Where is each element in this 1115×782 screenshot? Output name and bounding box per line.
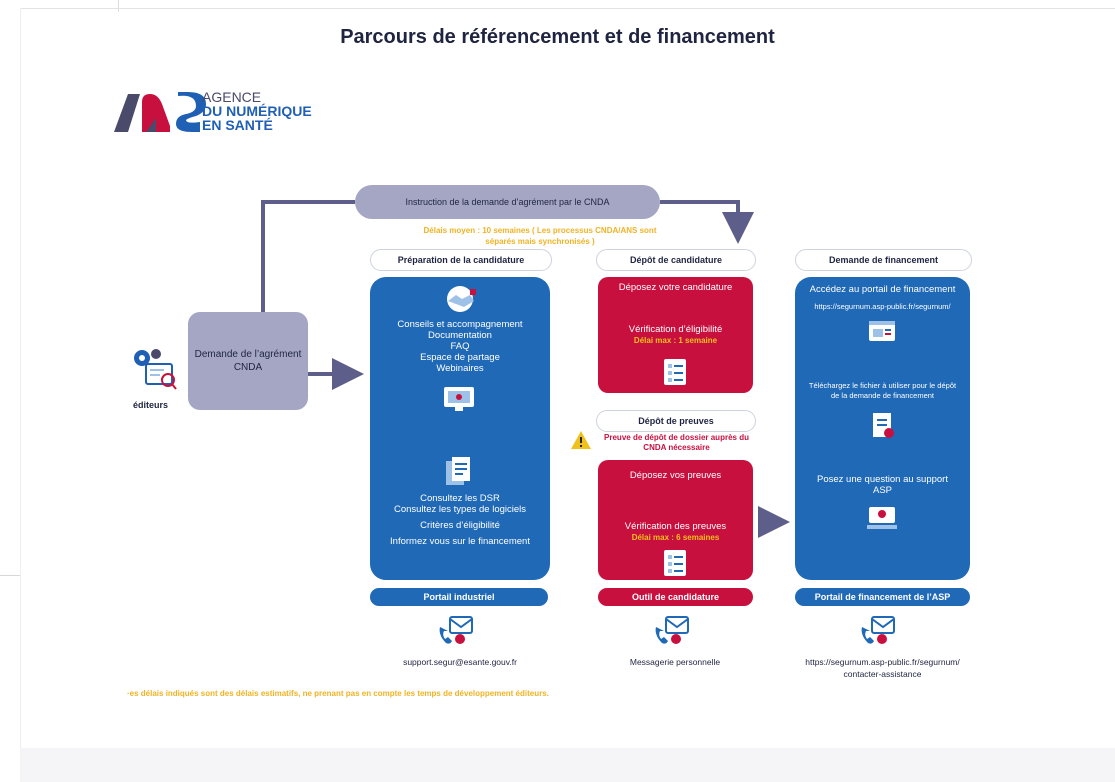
header-financement: Demande de financement (795, 249, 972, 271)
header-preparation: Préparation de la candidature (370, 249, 552, 271)
prep-item-documentation: Documentation (428, 330, 492, 341)
prep-item-financement: Informez vous sur le financement (390, 536, 530, 547)
prep-item-criteres: Critères d’éligibilité (420, 520, 500, 531)
preparation-references: Consultez les DSR Consultez les types de… (370, 493, 550, 547)
warning-icon (571, 431, 591, 449)
preparation-resources: Conseils et accompagnement Documentation… (370, 319, 550, 374)
contact-asp-line1: https://segurnum.asp-public.fr/segurnum/ (805, 657, 960, 667)
cnda-delay-line2: séparés mais synchronisés ) (485, 237, 595, 246)
demande-agrement-box: Demande de l’agrément CNDA (188, 312, 308, 410)
header-depot-candidature: Dépôt de candidature (596, 249, 756, 271)
prep-item-espace: Espace de partage (420, 352, 500, 363)
checklist-icon (664, 359, 686, 385)
ans-logo-icon (114, 92, 206, 132)
ans-logo-text: AGENCE DU NUMÉRIQUE EN SANTÉ (202, 90, 312, 132)
contact-asp-assistance[interactable]: https://segurnum.asp-public.fr/segurnum/… (790, 656, 975, 680)
arrow-cnda-to-depot (660, 200, 754, 244)
side-divider (0, 575, 20, 576)
depot-eligibility-check: Vérification d’éligibilité (628, 324, 723, 335)
fin-question-line1: Posez une question au support (817, 474, 948, 485)
handshake-icon (447, 286, 476, 312)
contact-messagerie: Messagerie personnelle (629, 657, 721, 667)
fin-download-line1: Téléchargez le fichier à utiliser pour l… (808, 381, 957, 390)
browser-icon (869, 321, 895, 341)
top-border (20, 0, 1115, 9)
footnote: ·es délais indiqués sont des délais esti… (127, 689, 549, 698)
editeurs-label: éditeurs (133, 400, 169, 410)
checklist-icon (664, 550, 686, 576)
arrow-editor-to-cnda (261, 200, 355, 312)
warning-text: Preuve de dépôt de dossier auprès du CND… (594, 433, 759, 453)
portail-asp-bar: Portail de financement de l’ASP (795, 588, 970, 606)
depot-preuves-check: Vérification des preuves (624, 521, 727, 532)
financement-box: Accédez au portail de financement https:… (795, 277, 970, 580)
cnda-delay-note: Délais moyen : 10 semaines ( Les process… (370, 225, 710, 247)
header-depot-preuves: Dépôt de preuves (596, 410, 756, 432)
fin-download: Téléchargez le fichier à utiliser pour l… (795, 381, 970, 401)
prep-item-dsr: Consultez les DSR (420, 493, 500, 504)
prep-item-types: Consultez les types de logiciels (393, 504, 526, 515)
editor-gears-icon (134, 349, 177, 390)
documents-icon (446, 457, 470, 485)
cnda-instruction-pill: Instruction de la demande d’agrément par… (355, 185, 660, 219)
depot-candidature-title: Déposez votre candidature (618, 282, 733, 293)
content-left-edge (20, 8, 21, 748)
portail-industriel-bar: Portail industriel (370, 588, 548, 606)
contact-support-email[interactable]: support.segur@esante.gouv.fr (403, 657, 517, 667)
logo-line-agence: AGENCE (202, 89, 262, 105)
contact-phone-mail-icon (655, 616, 689, 644)
contact-asp-line2: contacter-assistance (843, 669, 922, 679)
preparation-box: Conseils et accompagnement Documentation… (370, 277, 550, 580)
left-margin (0, 0, 20, 782)
fin-url: https://segurnum.asp-public.fr/segurnum/ (814, 302, 951, 311)
top-divider (118, 0, 119, 12)
fin-download-line2: de la demande de financement (831, 391, 934, 400)
page-footer (20, 748, 1115, 782)
file-icon (873, 413, 894, 438)
contact-phone-mail-icon (861, 616, 895, 644)
logo-line-sante: EN SANTÉ (202, 117, 273, 133)
demande-line1: Demande de l’agrément (194, 349, 302, 360)
fin-question: Posez une question au support ASP (795, 474, 970, 496)
depot-preuves-title: Déposez vos preuves (629, 470, 722, 481)
depot-preuves-box: Déposez vos preuves Vérification des pre… (598, 460, 753, 580)
prep-item-webinaires: Webinaires (436, 363, 484, 374)
depot-eligibility-delay: Délai max : 1 semaine (633, 336, 718, 345)
cnda-delay-line1: Délais moyen : 10 semaines ( Les process… (423, 226, 657, 235)
monitor-icon (444, 387, 474, 411)
warning-line2: CNDA nécessaire (643, 443, 710, 452)
fin-access: Accédez au portail de financement (809, 284, 956, 295)
support-desk-icon (867, 507, 897, 529)
warning-line1: Preuve de dépôt de dossier auprès du (604, 433, 749, 442)
demande-line2: CNDA (233, 362, 263, 373)
page-title: Parcours de référencement et de financem… (340, 26, 775, 48)
prep-item-faq: FAQ (450, 341, 470, 352)
depot-preuves-delay: Délai max : 6 semaines (631, 533, 720, 542)
contact-phone-mail-icon (439, 616, 473, 644)
outil-candidature-bar: Outil de candidature (598, 588, 753, 606)
logo-line-numerique: DU NUMÉRIQUE (202, 103, 312, 119)
depot-candidature-box: Déposez votre candidature Vérification d… (598, 277, 753, 393)
prep-item-conseils: Conseils et accompagnement (397, 319, 523, 330)
fin-question-line2: ASP (872, 485, 892, 496)
